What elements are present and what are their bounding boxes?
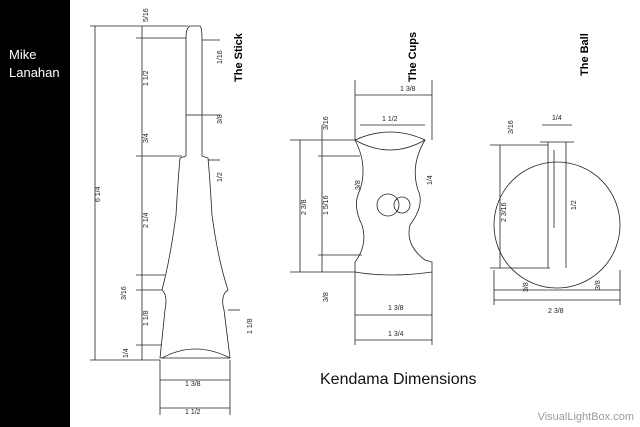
dim-label: 2 3/8 (548, 308, 564, 315)
dim-label: 5/16 (143, 8, 150, 22)
stick-title: The Stick (233, 32, 245, 82)
dim-label: 1 1/8 (247, 318, 254, 334)
dim-label: 6 1/4 (95, 186, 102, 202)
sidebar: Mike Lanahan (0, 0, 70, 427)
dim-label: 3/16 (508, 120, 515, 134)
dim-label: 2 1/4 (143, 212, 150, 228)
cups-title: The Cups (407, 32, 419, 82)
stick-outline (159, 25, 231, 359)
stick-cup-arc (161, 348, 231, 359)
dim-label: 1/2 (217, 172, 224, 182)
dim-label: 3/8 (523, 282, 530, 292)
dim-label: 3/8 (595, 280, 602, 290)
dim-label: 3/16 (121, 286, 128, 300)
dim-label: 1 3/8 (388, 305, 404, 312)
dim-label: 1 3/8 (185, 381, 201, 388)
dim-label: 1 1/2 (382, 116, 398, 123)
dim-label: 1 5/16 (323, 195, 330, 215)
dim-label: 1/4 (552, 115, 562, 122)
watermark: VisualLightBox.com (537, 411, 634, 423)
ball-dims: 3/16 1/4 2 3/16 1/2 3/8 3/8 2 3/8 (501, 115, 602, 315)
dim-label: 3/8 (217, 114, 224, 124)
dim-label: 1 1/2 (185, 409, 201, 416)
cups-top-arc (354, 139, 426, 151)
dim-label: 1/4 (427, 175, 434, 185)
dim-label: 2 3/8 (301, 199, 308, 215)
kendama-drawing: The Stick The Cups The Ball 5/16 1 1/2 3… (90, 8, 621, 416)
dim-label: 1/16 (217, 50, 224, 64)
author-name: Mike Lanahan (9, 47, 60, 80)
dim-label: 1 1/2 (143, 70, 150, 86)
cups-hole (376, 193, 400, 217)
dim-label: 1 3/4 (388, 331, 404, 338)
ball-outline (493, 161, 621, 289)
dim-label: 3/4 (143, 133, 150, 143)
diagram-caption: Kendama Dimensions (320, 371, 477, 388)
dim-label: 2 3/16 (501, 202, 508, 222)
dim-label: 1 1/8 (143, 310, 150, 326)
cups-dims: 1 3/8 1 1/2 3/16 2 3/8 1 5/16 3/8 1/4 3/… (301, 86, 434, 338)
dim-label: 1 3/8 (400, 86, 416, 93)
cups-outline (354, 131, 433, 276)
dim-label: 1/4 (123, 348, 130, 358)
dim-label: 3/8 (323, 292, 330, 302)
dim-label: 3/16 (323, 116, 330, 130)
ball-title: The Ball (579, 33, 591, 76)
stick-dims: 5/16 1 1/2 3/4 2 1/4 3/16 1 1/8 1/4 6 1/… (95, 8, 254, 416)
dim-label: 1/2 (571, 200, 578, 210)
dim-label: 3/8 (355, 180, 362, 190)
